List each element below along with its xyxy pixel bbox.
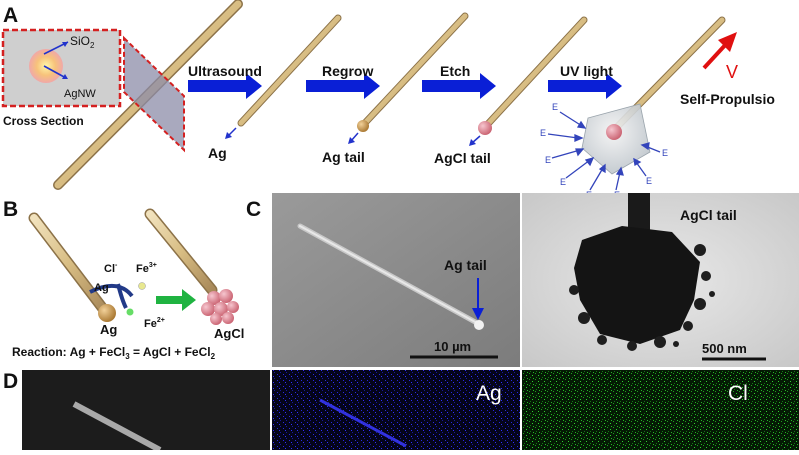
ag-map-image (272, 370, 520, 450)
step-ultrasound-label: Ultrasound (188, 63, 262, 79)
rod-with-agcl-icon (146, 210, 216, 294)
agcl-cluster-icon (201, 289, 239, 325)
panel-label-a: A (3, 4, 18, 27)
agcl-tail-ball-icon (478, 121, 492, 135)
panel-d: D Ag Cl (3, 370, 799, 453)
arrow-regrow-icon (306, 73, 380, 99)
dark-field-nanowire-icon (72, 401, 162, 453)
cross-section-core-icon (29, 49, 63, 83)
svg-text:E: E (545, 155, 551, 165)
cutting-plane-icon (123, 35, 185, 153)
dark-field-image (22, 370, 270, 450)
velocity-label: V (726, 62, 738, 82)
ag-ball-icon (98, 304, 116, 322)
step-etch-label: Etch (440, 63, 470, 79)
svg-text:E: E (540, 128, 546, 138)
agcl-tail-label: AgCl tail (434, 150, 491, 166)
ag-tail-label: Ag tail (322, 149, 365, 165)
ag-small-label: Ag (94, 282, 109, 294)
agcl-core-icon (606, 124, 622, 140)
fe3-label: Fe3+ (136, 262, 157, 275)
self-propulsion-label: Self-Propulsio (680, 91, 775, 107)
agnw-label: AgNW (64, 88, 96, 100)
step-regrow-label: Regrow (322, 63, 373, 79)
nanowire-ag-icon (238, 15, 341, 126)
panel-label-b: B (3, 198, 18, 221)
electric-field-arrows (547, 111, 661, 191)
svg-text:E: E (560, 177, 566, 187)
panel-b: B Cl- Fe3+ Ag Fe2+ Ag AgCl Reaction: (3, 198, 244, 361)
svg-text:E: E (552, 102, 558, 112)
panel-c: C Ag tail 10 µm AgCl tail 500 nm (246, 193, 799, 367)
cl-label: Cl- (104, 262, 118, 275)
nanowire-agtail-icon (361, 13, 468, 127)
step-uvlight-label: UV light (560, 63, 613, 79)
nanowire-agcltail-icon (483, 17, 587, 129)
tem-scale-label: 500 nm (702, 341, 747, 356)
tem-agcl-tail-label: AgCl tail (680, 207, 737, 223)
panel-label-d: D (3, 370, 18, 393)
ag-tail-ball-icon (357, 120, 369, 132)
rod-with-ag-icon (30, 214, 108, 314)
ag-map-label: Ag (476, 382, 502, 405)
fe3-dot-icon (138, 282, 146, 290)
sem-ag-tail-icon (474, 320, 484, 330)
cl-map-label: Cl (728, 382, 748, 405)
ag-pointer-icon (225, 132, 232, 139)
reaction-equation: Reaction: Ag + FeCl3 = AgCl + FeCl2 (12, 345, 216, 361)
sem-ag-tail-label: Ag tail (444, 257, 487, 273)
agnw-pointer-icon (43, 65, 67, 79)
tem-agcl-particle-icon (574, 226, 700, 344)
svg-text:E: E (646, 176, 652, 186)
cl-map-image (522, 370, 799, 450)
agcl-label-b: AgCl (214, 326, 244, 341)
sem-scale-label: 10 µm (434, 339, 471, 354)
tem-wire-icon (628, 193, 650, 233)
fe2-label: Fe2+ (144, 317, 165, 330)
ag-label-b: Ag (100, 322, 117, 337)
svg-text:E: E (662, 148, 668, 158)
ag-map-wire-icon (319, 398, 407, 448)
arrow-ultrasound-icon (188, 73, 262, 99)
arrow-uvlight-icon (548, 73, 622, 99)
reaction-curve-icon (89, 284, 134, 298)
sio2-label: SiO2 (70, 34, 95, 50)
panel-a: A SiO2 AgNW Cross Section Ultrasound Reg… (1, 0, 775, 200)
panel-label-c: C (246, 198, 261, 221)
arrow-etch-icon (422, 73, 496, 99)
cross-section-label: Cross Section (3, 114, 84, 128)
velocity-arrow-icon (702, 40, 730, 70)
fe2-dot-icon (126, 308, 134, 316)
green-arrow-icon (156, 289, 196, 311)
ag-label: Ag (208, 145, 227, 161)
